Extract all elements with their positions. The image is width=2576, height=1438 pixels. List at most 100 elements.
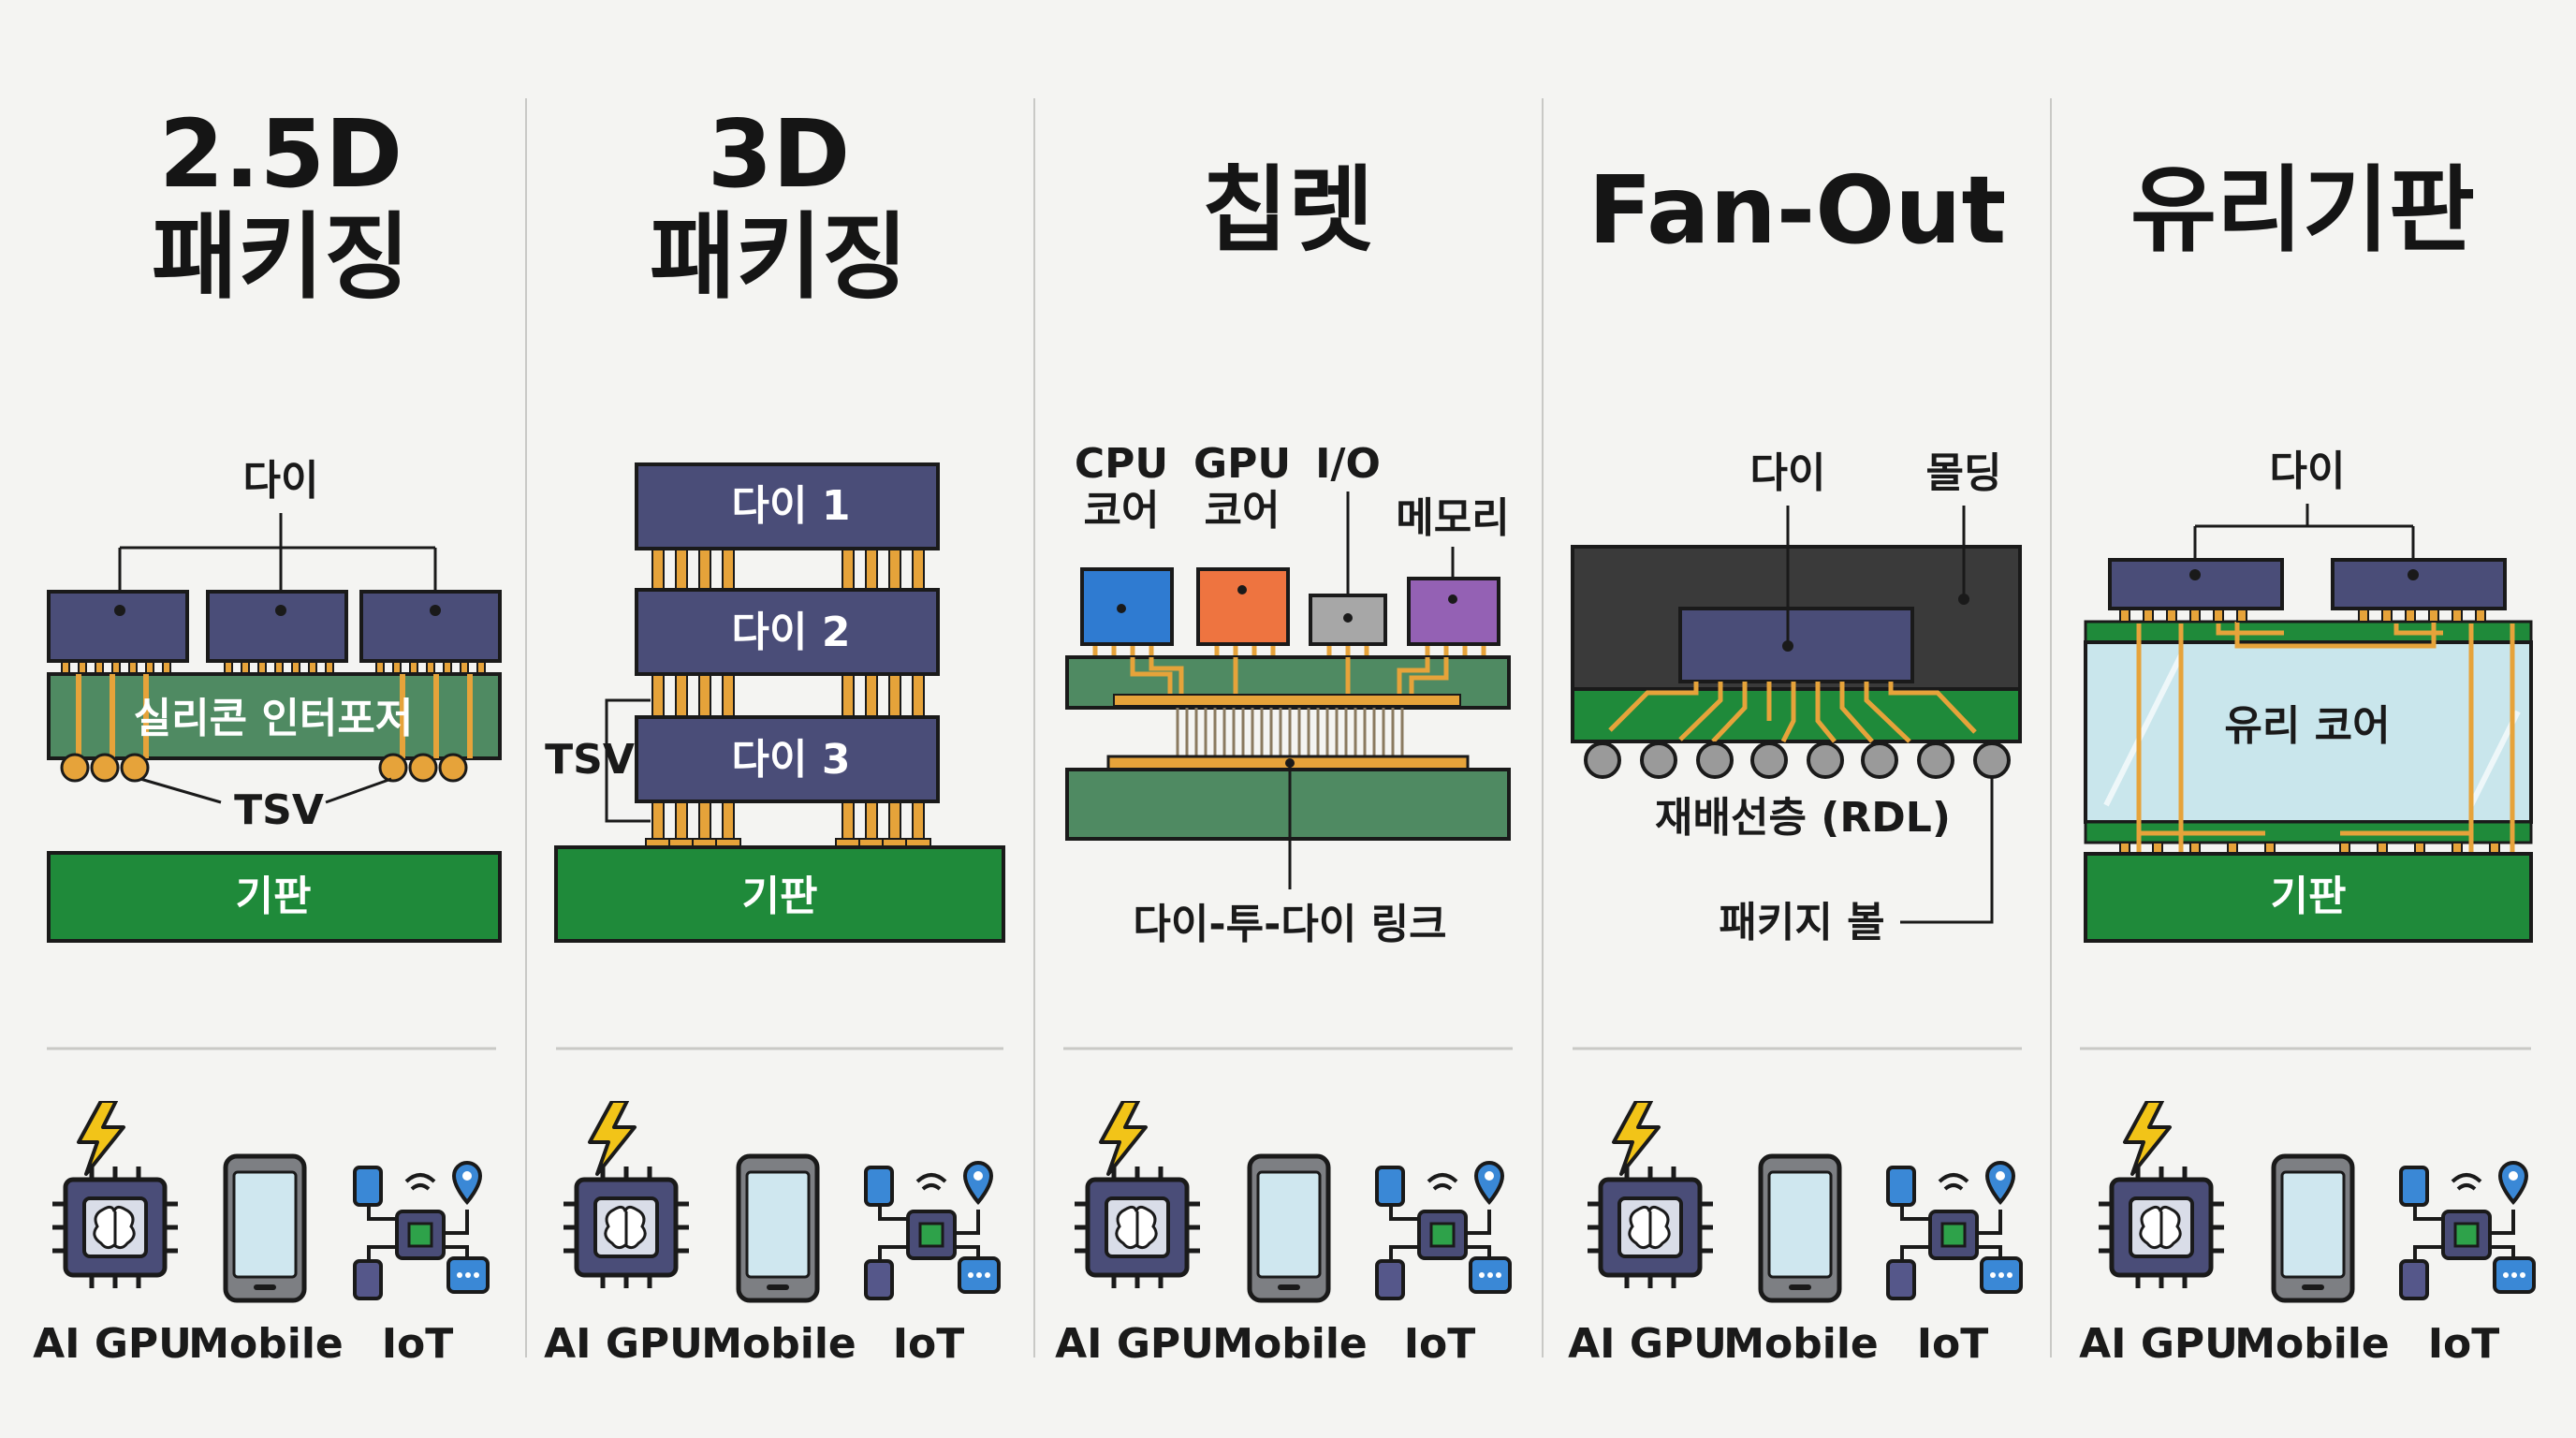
column-divider (1033, 98, 1035, 1357)
title-line-1: 2.5D (158, 99, 403, 209)
title-chiplet: 칩렛 (1007, 159, 1569, 262)
chiplet-substrate (1065, 768, 1511, 841)
die-right (359, 590, 502, 663)
package-ball-label: 패키지 볼 (1719, 899, 1884, 946)
cpu-label-1: CPU (1075, 440, 1168, 488)
title-line-1: 칩렛 (1202, 155, 1374, 265)
substrate (47, 851, 502, 943)
app-label-iot: IoT (2428, 1320, 2500, 1368)
die-3 (635, 715, 940, 803)
d2d-link-label: 다이-투-다이 링크 (1133, 901, 1446, 948)
app-label-ai-gpu: AI GPU (2079, 1320, 2238, 1368)
title-fan-out: Fan-Out (1516, 159, 2078, 262)
column-divider (525, 98, 527, 1357)
applications-row-3: AI GPU Mobile IoT (1055, 1101, 1512, 1368)
app-label-iot: IoT (893, 1320, 965, 1368)
applications-row-4: AI GPU Mobile IoT (1568, 1101, 2023, 1368)
die-right (2331, 558, 2507, 610)
smartphone-icon (226, 1156, 304, 1300)
ai-chip-icon (1588, 1101, 1713, 1288)
title-2-5d-packaging: 2.5D 패키징 (0, 103, 562, 309)
ai-chip-icon (1075, 1101, 1200, 1288)
applications-row-5: AI GPU Mobile IoT (2079, 1101, 2536, 1368)
app-label-iot: IoT (1404, 1320, 1476, 1368)
panel-3d-diagram: 다이 1 다이 2 다이 3 TSV 기판 (545, 462, 1005, 943)
die-2-label: 다이 2 (732, 609, 851, 656)
smartphone-icon (2274, 1156, 2352, 1300)
app-label-mobile: Mobile (188, 1320, 344, 1368)
app-label-ai-gpu: AI GPU (1568, 1320, 1727, 1368)
gpu-label-2: 코어 (1205, 487, 1281, 535)
app-label-ai-gpu: AI GPU (544, 1320, 703, 1368)
ai-chip-icon (564, 1101, 689, 1288)
die-left (47, 590, 189, 663)
app-label-mobile: Mobile (701, 1320, 856, 1368)
app-label-iot: IoT (1917, 1320, 1989, 1368)
title-line-1: 3D (707, 99, 851, 209)
iot-network-icon (353, 1161, 490, 1300)
iot-network-icon (1375, 1161, 1512, 1300)
d2d-bridge (1113, 694, 1461, 707)
substrate-label: 기판 (236, 873, 312, 920)
die-center (206, 590, 348, 663)
memory-label: 메모리 (1396, 494, 1509, 542)
glass-core-label: 유리 코어 (2224, 702, 2390, 750)
panel-chiplet-diagram: CPU 코어 GPU 코어 I/O 메모리 (1065, 440, 1511, 948)
top-build-up-layer (2084, 620, 2533, 644)
io-label: I/O (1315, 440, 1381, 488)
smartphone-icon (739, 1156, 817, 1300)
smartphone-icon (1250, 1156, 1328, 1300)
title-line-1: 유리기판 (2130, 155, 2475, 265)
die-3-label: 다이 3 (732, 736, 851, 784)
substrate (554, 845, 1005, 943)
app-label-ai-gpu: AI GPU (1055, 1320, 1214, 1368)
ai-chip-icon (2099, 1101, 2224, 1288)
gpu-core-chiplet (1196, 567, 1290, 646)
panel-2-5d-diagram: 다이 실리콘 인터포저 (47, 457, 502, 943)
panel-glass-substrate-diagram: 다이 (2084, 448, 2533, 943)
cpu-core-chiplet (1080, 567, 1174, 646)
column-divider (1542, 98, 1544, 1357)
cpu-label-2: 코어 (1084, 487, 1160, 535)
title-glass-substrate: 유리기판 (2022, 159, 2576, 262)
app-label-mobile: Mobile (1212, 1320, 1368, 1368)
rdl-layer (1571, 687, 2022, 743)
app-label-mobile: Mobile (1723, 1320, 1879, 1368)
silicon-interposer (47, 672, 502, 760)
iot-network-icon (2399, 1161, 2536, 1300)
die-label: 다이 (243, 457, 319, 505)
die-2 (635, 588, 940, 676)
title-line-2: 패키징 (650, 202, 908, 312)
substrate-label: 기판 (2271, 873, 2347, 920)
app-label-iot: IoT (382, 1320, 454, 1368)
bottom-build-up-layer (2084, 820, 2533, 844)
panel-fan-out-diagram: 다이 몰딩 (1571, 449, 2022, 946)
die-1 (635, 462, 940, 550)
tsv-label: TSV (234, 786, 324, 834)
applications-row-1: AI GPU Mobile IoT (33, 1101, 490, 1368)
molding-label: 몰딩 (1926, 449, 2002, 497)
title-line-1: Fan-Out (1588, 155, 2007, 265)
iot-network-icon (864, 1161, 1001, 1300)
smartphone-icon (1761, 1156, 1839, 1300)
rdl-label: 재배선층 (RDL) (1655, 794, 1951, 842)
fan-out-die (1678, 607, 1914, 683)
die-label: 다이 (1750, 449, 1826, 497)
substrate-label: 기판 (742, 873, 818, 920)
substrate (2084, 852, 2533, 943)
title-3d-packaging: 3D 패키징 (498, 103, 1060, 309)
title-line-2: 패키징 (152, 202, 410, 312)
die-left (2108, 558, 2284, 610)
die-1-label: 다이 1 (732, 482, 851, 530)
gpu-label-1: GPU (1193, 440, 1291, 488)
die-label: 다이 (2270, 448, 2346, 495)
iot-network-icon (1886, 1161, 2023, 1300)
applications-row-2: AI GPU Mobile IoT (544, 1101, 1001, 1368)
interposer-label: 실리콘 인터포저 (134, 695, 414, 742)
column-divider (2050, 98, 2052, 1357)
app-label-ai-gpu: AI GPU (33, 1320, 192, 1368)
tsv-label: TSV (545, 736, 635, 784)
ai-chip-icon (52, 1101, 178, 1288)
